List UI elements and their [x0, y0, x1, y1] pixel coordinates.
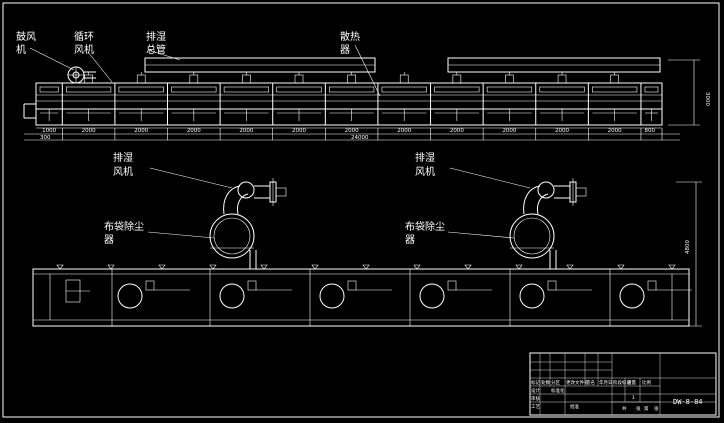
- top-height-dim: 3000: [704, 92, 710, 106]
- segment-dim-label: 2000: [82, 128, 96, 134]
- label-radiator-2: 器: [340, 44, 350, 56]
- dryer-body-side: [32, 268, 690, 327]
- label-exhaust-pipe-1: 排湿: [146, 30, 166, 43]
- segment-dim-label: 2000: [345, 128, 359, 134]
- tb-check: 审核: [531, 395, 540, 402]
- segment-dimensions: 1000 2000 2000 2000 2000 2000 2000 2000 2000 2000…: [42, 128, 663, 140]
- tb-weight: 重量: [627, 379, 636, 386]
- tb-sheet-count-a: 张: [636, 405, 641, 412]
- segment-dim-label: 800: [644, 128, 655, 134]
- tb-quantity: 1: [632, 395, 635, 401]
- exhaust-assembly-right: [509, 178, 587, 269]
- drawing-frame: [2, 2, 720, 418]
- circulation-fan-side: [519, 283, 545, 309]
- tb-sign: 签名: [586, 379, 595, 386]
- label-bag-filter-right-2: 器: [405, 234, 415, 246]
- label-exhaust-fan-left-2: 风机: [113, 165, 133, 178]
- circulation-fan-side: [419, 283, 445, 309]
- circulation-fan-side: [117, 283, 143, 309]
- tb-stage: 阶段标记: [613, 379, 631, 386]
- tb-design: 设计: [531, 387, 540, 394]
- drawing-code: DW-8-84: [673, 398, 703, 406]
- total-length-dim: 24000: [351, 135, 369, 141]
- side-height-dim: 4800: [685, 240, 691, 254]
- bag-filter: [209, 213, 255, 259]
- tb-date: 年月日: [599, 379, 613, 386]
- segment-dim-label: 2000: [187, 128, 201, 134]
- tb-approve: 批准: [570, 403, 579, 410]
- segment-dim-label: 2000: [134, 128, 148, 134]
- exhaust-fan: [237, 181, 255, 199]
- label-circulation-fan-1: 循环: [74, 30, 94, 43]
- circulation-fan-side: [619, 283, 645, 309]
- segment-dim-label: 2000: [450, 128, 464, 134]
- label-blower-fan-1: 鼓风: [16, 30, 36, 43]
- exhaust-fan: [537, 181, 555, 199]
- tb-standard: 标准化: [551, 387, 565, 394]
- label-exhaust-fan-left-1: 排湿: [113, 151, 133, 164]
- circulation-fan-side: [319, 283, 345, 309]
- segment-dim-label: 2000: [608, 128, 622, 134]
- segment-dim-label: 2000: [397, 128, 411, 134]
- side-view: 4800 排湿 风机 排湿 风机 布袋除尘 器 布袋除尘 器: [32, 151, 702, 327]
- side-view-units: [56, 264, 692, 326]
- dryer-base-top: [35, 108, 663, 126]
- segment-dim-label: 1000: [42, 128, 56, 134]
- label-exhaust-pipe-2: 总管: [146, 43, 166, 56]
- left-extra-dim: 300: [40, 135, 51, 141]
- segment-dim-label: 2000: [292, 128, 306, 134]
- tb-scale: 比例: [642, 379, 651, 386]
- label-circulation-fan-2: 风机: [74, 43, 94, 56]
- tb-process: 工艺: [531, 404, 540, 410]
- label-radiator-1: 散热: [340, 30, 360, 43]
- exhaust-assembly-left: [209, 178, 287, 269]
- title-block: 标记 处数 分区 更改文件号 签名 年月日 设计 标准化 审核 工艺 批准 阶段…: [529, 352, 717, 416]
- tb-zone: 分区: [551, 379, 560, 386]
- segment-dim-label: 2000: [239, 128, 253, 134]
- label-exhaust-fan-right-1: 排湿: [415, 151, 435, 164]
- tb-sheet-num: 第: [644, 405, 649, 412]
- label-bag-filter-left-1: 布袋除尘: [104, 220, 144, 233]
- tb-count: 处数: [541, 379, 550, 386]
- tb-change-doc: 更改文件号: [566, 379, 589, 386]
- top-view-segments: [39, 72, 663, 125]
- tb-sheet-total: 共: [622, 405, 627, 412]
- bag-filter: [509, 213, 555, 259]
- segment-dim-label: 2000: [555, 128, 569, 134]
- label-bag-filter-left-2: 器: [104, 234, 114, 246]
- top-view: 3000 1000 2000 2000 2000 2000 2000 2000 2000 200…: [16, 30, 710, 141]
- circulation-fan-side: [219, 283, 245, 309]
- label-exhaust-fan-right-2: 风机: [415, 165, 435, 178]
- tb-sheet-count-b: 张: [654, 405, 659, 412]
- tb-mark: 标记: [531, 379, 540, 386]
- label-bag-filter-right-1: 布袋除尘: [405, 220, 445, 233]
- segment-dim-label: 2000: [502, 128, 516, 134]
- label-blower-fan-2: 机: [16, 43, 26, 56]
